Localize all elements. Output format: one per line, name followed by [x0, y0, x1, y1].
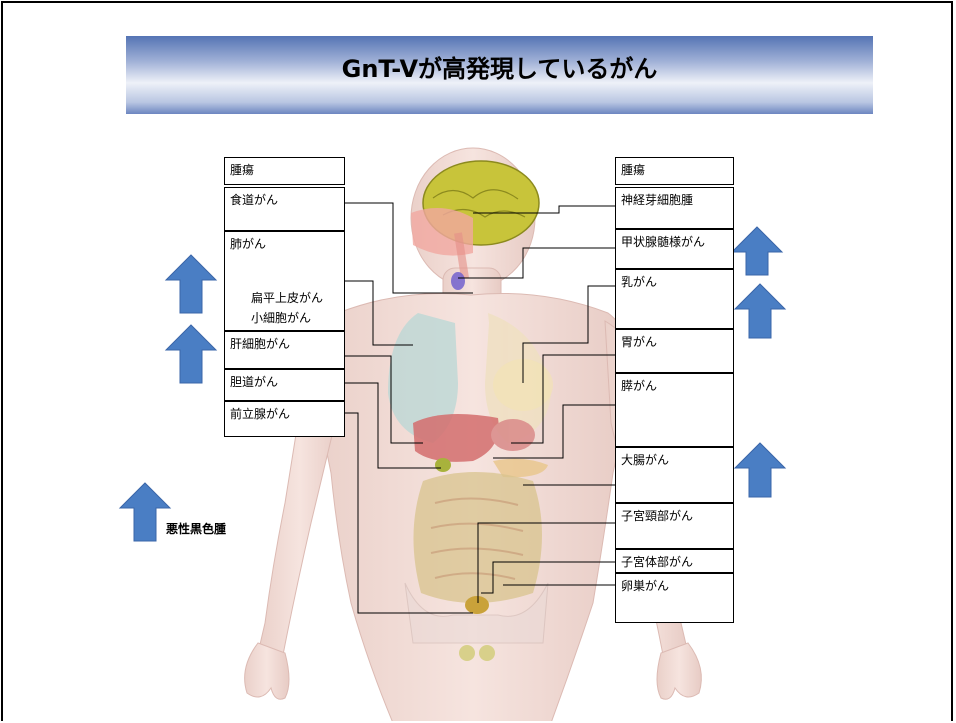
right-row-colorectal: 大腸がん — [615, 447, 734, 503]
right-table-header: 腫瘍 — [615, 157, 734, 185]
lung-subtype-small-cell: 小細胞がん — [251, 309, 311, 326]
right-row-thyroid-medullary: 甲状腺髄様がん — [615, 229, 734, 269]
up-arrow-icon — [166, 325, 216, 383]
up-arrow-icon — [735, 284, 785, 338]
gallbladder — [435, 458, 451, 472]
thyroid — [451, 272, 465, 290]
right-row-breast: 乳がん — [615, 269, 734, 329]
anatomy-illustration — [3, 3, 953, 721]
up-arrow-icon — [735, 443, 785, 497]
melanoma-label: 悪性黒色腫 — [166, 520, 226, 537]
right-row-endometrial: 子宮体部がん — [615, 549, 734, 573]
right-row-pancreatic: 膵がん — [615, 373, 734, 447]
left-row-esophageal: 食道がん — [224, 187, 345, 231]
left-row-hepatocellular: 肝細胞がん — [224, 331, 345, 369]
left-row-biliary: 胆道がん — [224, 369, 345, 401]
right-row-cervical: 子宮頸部がん — [615, 503, 734, 549]
right-row-neuroblastoma: 神経芽細胞腫 — [615, 187, 734, 229]
up-arrow-icon — [732, 227, 782, 275]
up-arrow-icon — [120, 483, 170, 541]
up-arrow-icon — [166, 255, 216, 313]
left-row-prostate: 前立腺がん — [224, 401, 345, 437]
left-table-header: 腫瘍 — [224, 157, 345, 185]
right-row-gastric: 胃がん — [615, 329, 734, 373]
right-row-ovarian: 卵巣がん — [615, 573, 734, 623]
lung-subtype-squamous: 扁平上皮がん — [251, 289, 323, 306]
